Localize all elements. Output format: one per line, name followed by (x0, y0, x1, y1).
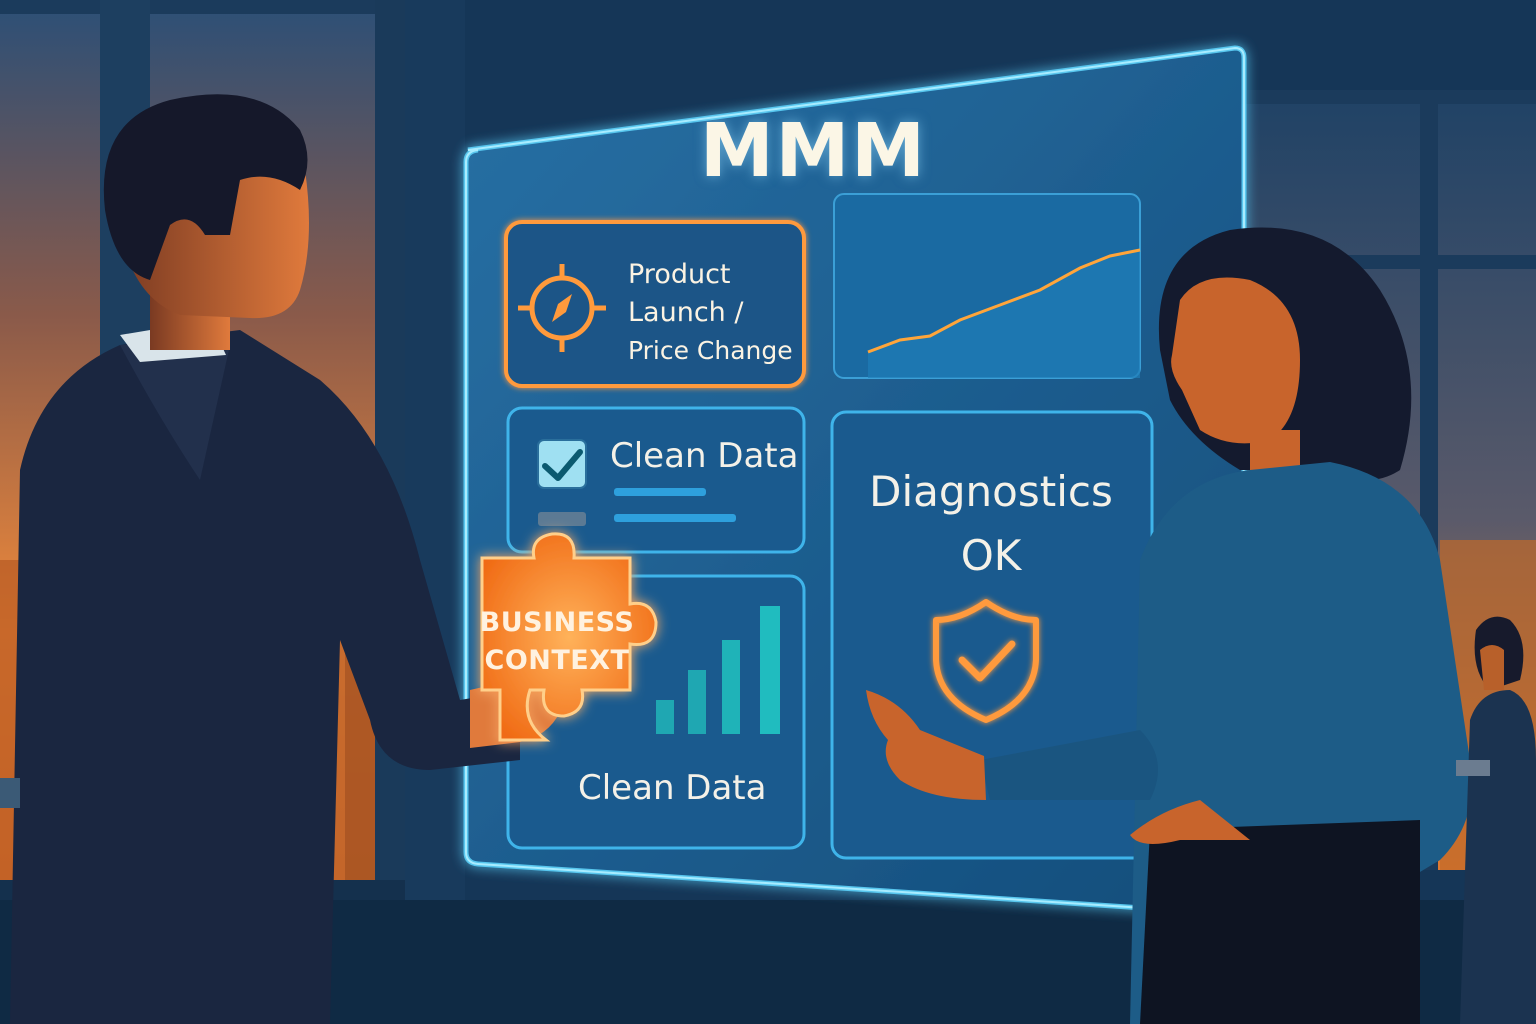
launch-line-1: Product (628, 259, 731, 290)
business-context-puzzle[interactable] (480, 532, 658, 742)
trend-line (867, 248, 1141, 354)
diagnostics-line-2: OK (960, 531, 1022, 580)
man-presenter (10, 94, 562, 1024)
puzzle-line-1: BUSINESS (479, 607, 635, 638)
launch-card[interactable] (504, 220, 806, 388)
text-line-placeholder (614, 514, 736, 522)
bar (656, 700, 674, 734)
woman-presenter (866, 227, 1472, 1024)
bar (760, 606, 780, 734)
diagnostics-label: Diagnostics OK (866, 460, 1116, 588)
launch-card-label[interactable]: Product Launch / Price Change (628, 256, 793, 370)
tablet-edge (0, 778, 20, 808)
shield-check-icon (933, 599, 1039, 723)
launch-line-2: Launch / (628, 297, 744, 328)
checkbox-checked-icon (537, 439, 587, 526)
bar (722, 640, 740, 734)
launch-line-3: Price Change (628, 336, 793, 365)
puzzle-label[interactable]: BUSINESS CONTEXT (474, 604, 640, 680)
bar (688, 670, 706, 734)
diagnostics-line-1: Diagnostics (869, 467, 1113, 516)
clean-data-label: Clean Data (610, 436, 799, 476)
trend-chart-card (833, 193, 1141, 379)
background-woman (1456, 616, 1536, 1024)
puzzle-line-2: CONTEXT (484, 645, 630, 676)
compass-icon (518, 264, 606, 352)
chart-card-label: Clean Data (578, 768, 767, 808)
board-title: MMM (700, 108, 927, 194)
text-line-placeholder (614, 488, 706, 496)
